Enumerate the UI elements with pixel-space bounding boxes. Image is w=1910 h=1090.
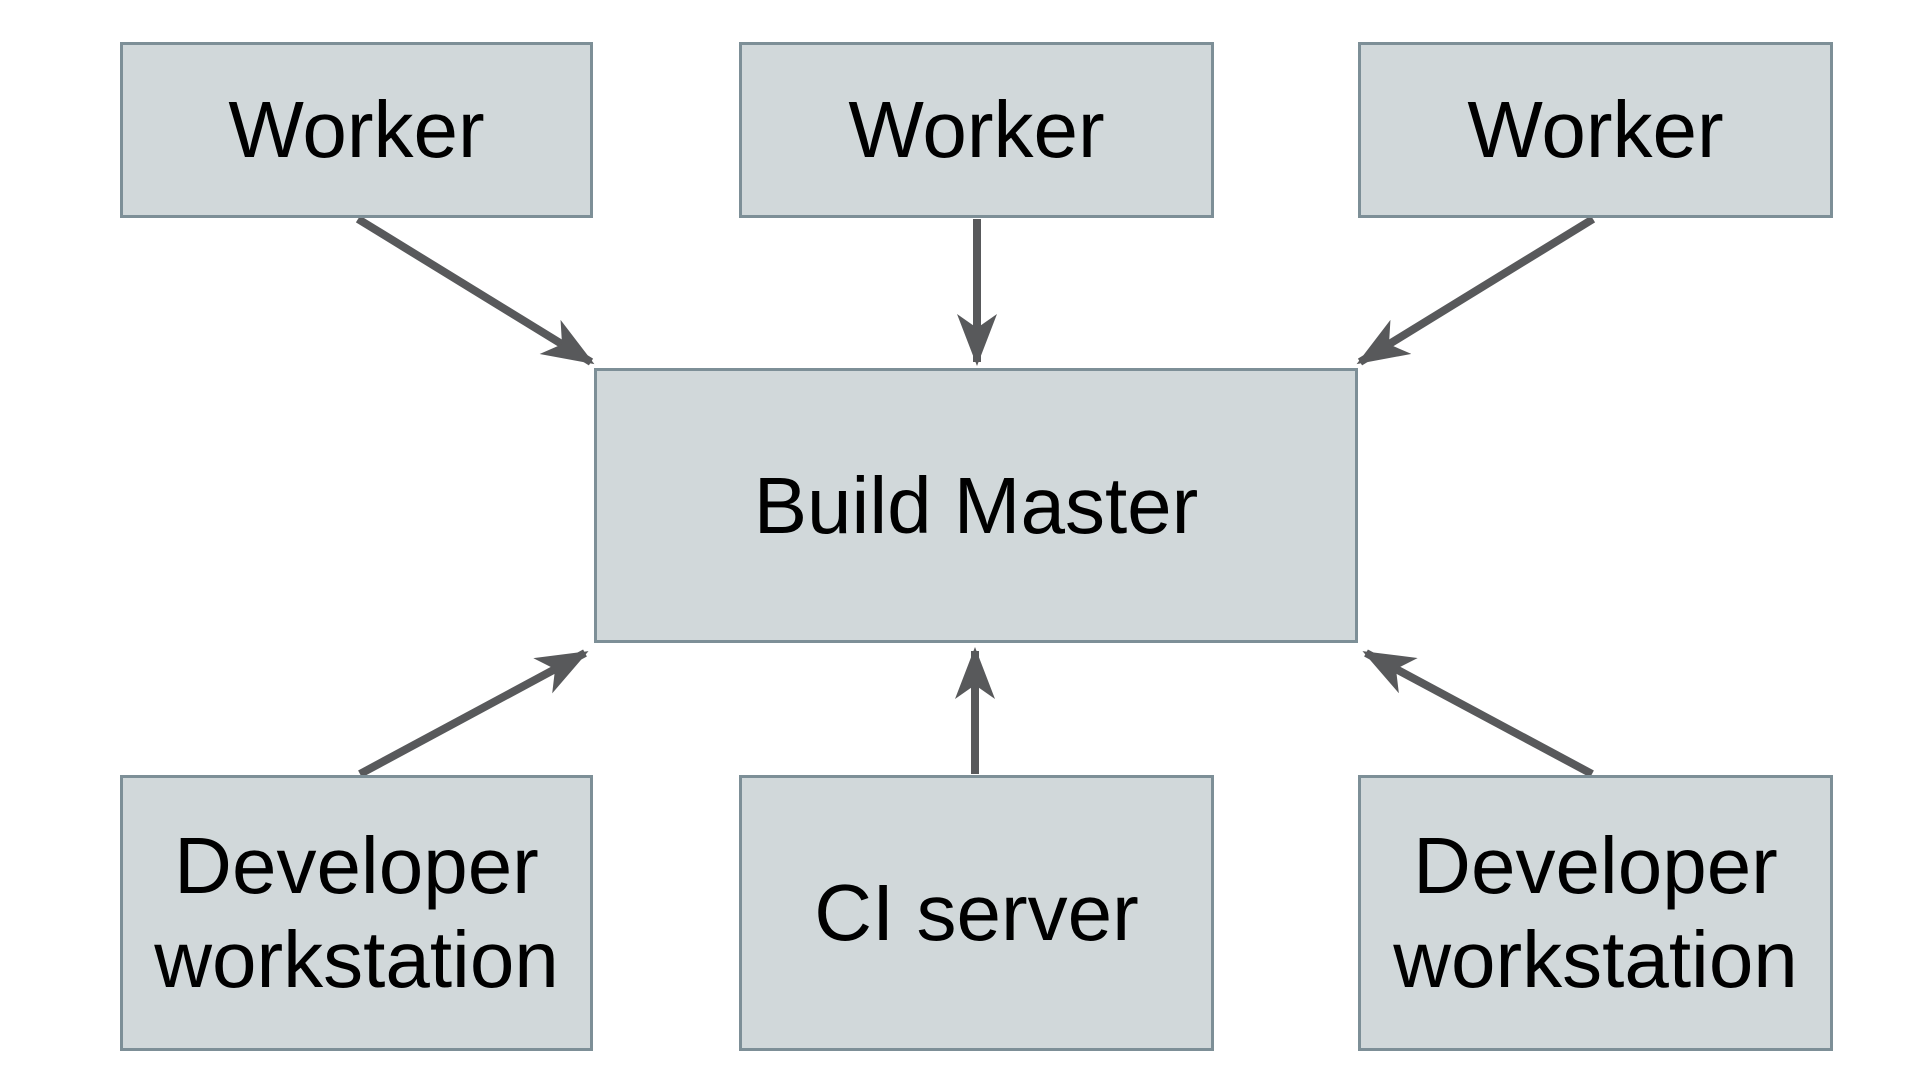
node-worker-3: Worker xyxy=(1358,42,1833,218)
node-build-master-label: Build Master xyxy=(753,460,1199,550)
node-worker-1: Worker xyxy=(120,42,593,218)
node-worker-2-label: Worker xyxy=(848,85,1105,175)
node-worker-1-label: Worker xyxy=(228,85,485,175)
node-developer-workstation-left: Developer workstation xyxy=(120,775,593,1051)
node-developer-workstation-right: Developer workstation xyxy=(1358,775,1833,1051)
node-developer-workstation-right-label: Developer workstation xyxy=(1393,821,1798,1004)
node-worker-3-label: Worker xyxy=(1467,85,1724,175)
node-ci-server: CI server xyxy=(739,775,1214,1051)
node-worker-2: Worker xyxy=(739,42,1214,218)
node-build-master: Build Master xyxy=(594,368,1358,643)
arrow-dev-workstation-right-to-build-master xyxy=(1362,649,1594,778)
node-ci-server-label: CI server xyxy=(814,868,1139,958)
arrow-dev-workstation-left-to-build-master xyxy=(358,649,589,778)
node-developer-workstation-left-label: Developer workstation xyxy=(154,821,559,1004)
arrow-worker-1-to-build-master xyxy=(355,215,595,366)
arrow-worker-3-to-build-master xyxy=(1356,215,1596,366)
